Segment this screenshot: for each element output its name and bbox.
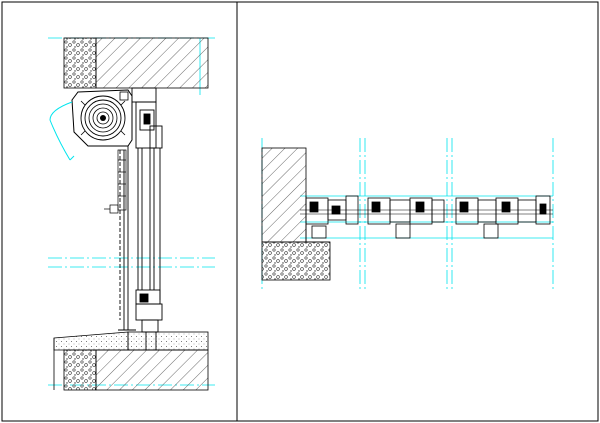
wall-hatch-icon — [261, 147, 307, 243]
jamb-wall — [261, 147, 331, 281]
vertical-section — [48, 37, 215, 391]
horizontal-section — [261, 138, 554, 292]
window-profile-icon — [119, 87, 163, 330]
shutter-slats — [104, 149, 127, 214]
lintel-wall — [63, 37, 209, 89]
sill-wall — [53, 331, 209, 391]
gravel-fill-icon — [261, 241, 331, 281]
axis-lines — [261, 138, 554, 292]
roller-shutter-box-icon — [49, 89, 133, 161]
gravel-fill-icon — [63, 37, 97, 89]
wall-hatch-icon — [95, 349, 209, 391]
frame-profiles — [300, 195, 553, 239]
wall-hatch-icon — [95, 37, 209, 89]
gravel-fill-icon — [63, 349, 97, 391]
